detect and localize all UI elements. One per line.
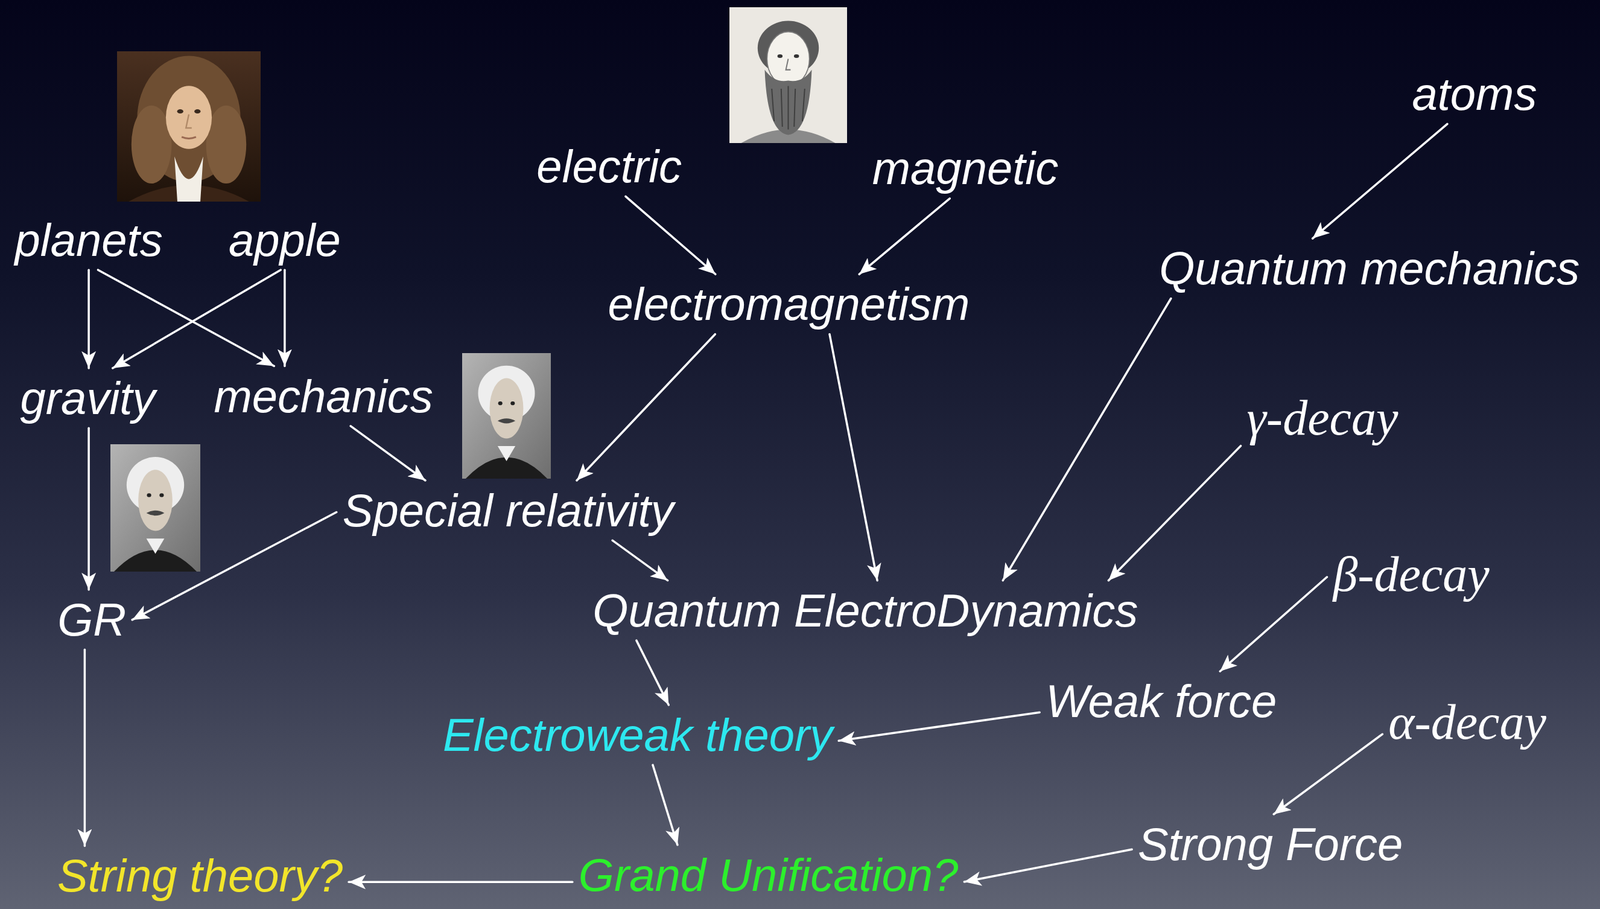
concept-node: β-decay [1330, 546, 1492, 603]
arrow-connector [87, 427, 90, 590]
concept-label: atoms [1411, 67, 1537, 121]
concept-label: GR [57, 593, 127, 646]
portrait-eye [194, 109, 201, 114]
portrait-beard [765, 69, 813, 136]
concept-label: Quantum ElectroDynamics [592, 584, 1138, 637]
portrait-eye [176, 109, 183, 114]
concept-node: GR [54, 593, 129, 646]
concept-label: mechanics [214, 369, 434, 423]
arrow-connector [612, 539, 668, 580]
concept-label: electromagnetism [607, 277, 970, 331]
concept-node: Quantum mechanics [1156, 241, 1582, 295]
concept-label: String theory? [57, 848, 343, 902]
portrait-ground [729, 7, 848, 143]
concept-node: Special relativity [340, 483, 677, 537]
portrait-hair [131, 105, 172, 184]
concept-label: Quantum mechanics [1158, 241, 1580, 295]
arrow-connector [87, 269, 90, 369]
arrow-connector [348, 880, 573, 884]
concept-node: Quantum ElectroDynamics [590, 584, 1141, 637]
portrait-nose [185, 114, 192, 128]
concept-label: Special relativity [342, 483, 674, 537]
concept-label: Strong Force [1137, 817, 1403, 870]
portrait-face [165, 85, 212, 150]
concept-node: atoms [1409, 67, 1540, 121]
concept-node: γ-decay [1244, 389, 1401, 447]
portrait-face [766, 31, 810, 87]
arrow-connector [1002, 298, 1172, 581]
arrow-connector [1312, 123, 1448, 239]
concept-node: Weak force [1043, 674, 1280, 727]
portrait-beard-lines [771, 86, 805, 130]
concept-label: α-decay [1388, 693, 1547, 751]
arrow-connector [132, 512, 337, 620]
arrow-connector [1219, 576, 1327, 671]
concept-node: electromagnetism [605, 277, 972, 331]
concept-node: electric [533, 139, 685, 193]
concept-label: apple [228, 213, 341, 267]
concept-label: Grand Unification? [578, 848, 959, 901]
arrow-connector [112, 269, 282, 369]
einstein-portrait [462, 352, 551, 479]
concept-label: magnetic [872, 141, 1059, 195]
concept-label: β-decay [1332, 546, 1489, 603]
concept-label: Weak force [1045, 674, 1277, 727]
arrow-connector [636, 640, 669, 705]
portrait-eye [146, 492, 151, 497]
arrow-connector [964, 848, 1132, 882]
arrow-connector [98, 269, 275, 366]
portrait-moustache [146, 510, 165, 516]
arrow-connector [859, 198, 950, 275]
concept-node: Strong Force [1135, 817, 1406, 870]
concept-node: gravity [18, 371, 159, 425]
arrow-connector [576, 334, 715, 481]
concept-node: magnetic [869, 141, 1061, 195]
portrait-eye [498, 401, 503, 405]
maxwell-portrait [729, 7, 848, 143]
portrait-collar [146, 538, 165, 554]
concept-label: γ-decay [1247, 389, 1399, 447]
portrait-moustache [497, 418, 516, 423]
arrow-connector [83, 649, 87, 846]
newton-portrait [117, 51, 261, 202]
portrait-eye [793, 54, 800, 58]
portrait-ground [462, 352, 551, 479]
arrow-connector [283, 269, 286, 366]
concept-label: electric [536, 139, 682, 193]
arrow-connector [838, 711, 1040, 741]
portrait-collar [497, 445, 516, 461]
portrait-cravat [174, 156, 204, 202]
portrait-eye [777, 54, 784, 58]
arrow-connector [1273, 733, 1383, 814]
concept-node: planets [12, 213, 166, 267]
portrait-nose [786, 59, 791, 70]
portrait-eye [510, 401, 515, 405]
concept-node: α-decay [1385, 693, 1549, 751]
arrow-connector [652, 764, 678, 845]
concept-node: String theory? [54, 848, 346, 902]
concept-node: Electroweak theory [440, 708, 835, 761]
einstein-portrait [110, 444, 201, 572]
concept-node: apple [226, 213, 344, 267]
arrow-connector [350, 425, 426, 481]
concept-node: mechanics [211, 369, 436, 423]
portrait-hair [206, 105, 247, 184]
concept-node: Grand Unification? [576, 848, 961, 901]
arrow-connector [625, 196, 716, 274]
concept-label: Electroweak theory [442, 708, 833, 761]
arrow-connector [1108, 445, 1241, 581]
concept-label: gravity [20, 371, 156, 425]
portrait-face [138, 469, 173, 531]
portrait-ground [110, 444, 201, 572]
portrait-face [489, 378, 524, 439]
portrait-ground [117, 51, 261, 202]
arrow-connector [829, 334, 878, 581]
portrait-mouth [181, 136, 197, 139]
concept-label: planets [15, 213, 163, 267]
portrait-eye [159, 492, 164, 497]
